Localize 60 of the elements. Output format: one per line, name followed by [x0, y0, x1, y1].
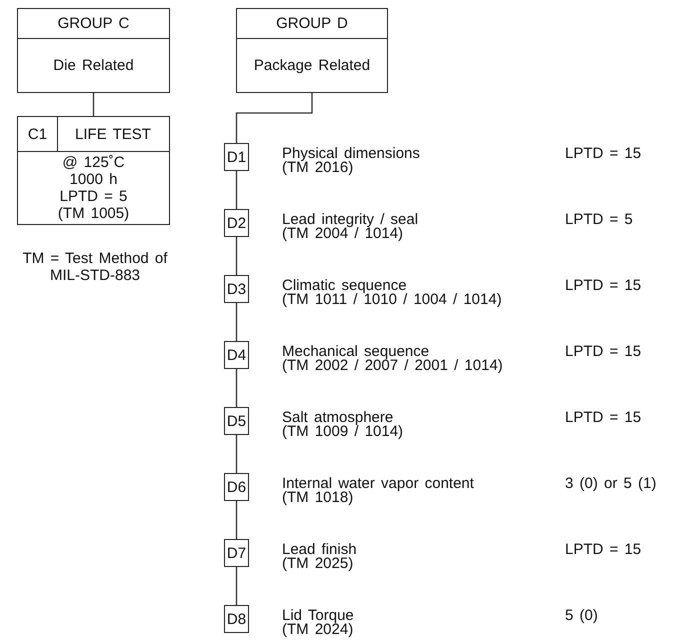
connector-line — [236, 501, 238, 539]
test-name: Lid Torque — [282, 609, 354, 623]
sample-size-text: LPTD = 15 — [565, 147, 642, 161]
step-code: D7 — [226, 544, 246, 562]
note-text: TM = Test Method of MIL-STD-883 — [22, 250, 168, 284]
group-subtitle: Die Related — [52, 56, 135, 76]
step-code: D1 — [226, 148, 246, 166]
group-title: GROUP D — [237, 9, 387, 39]
step-box — [224, 143, 249, 171]
sample-size-text: LPTD = 15 — [565, 345, 642, 359]
connector-line — [92, 93, 94, 116]
test-conditions: @ 125˚C 1000 h LPTD = 5 (TM 1005) — [56, 153, 130, 224]
connector-line — [236, 93, 313, 143]
test-method-text: (TM 2025) — [282, 557, 354, 571]
test-name: Climatic sequence — [282, 279, 407, 293]
connector-line — [236, 171, 238, 209]
step-box — [224, 539, 249, 567]
sample-size-text: LPTD = 15 — [565, 543, 642, 557]
step-box — [224, 605, 249, 633]
test-method-text: (TM 2004 / 1014) — [282, 227, 404, 241]
test-title: LIFE TEST — [74, 124, 152, 144]
step-box — [224, 473, 249, 501]
step-code: D2 — [226, 214, 246, 232]
step-box — [224, 341, 249, 369]
step-code: D4 — [226, 346, 246, 364]
sample-size-text: 3 (0) or 5 (1) — [565, 477, 656, 491]
connector-line — [236, 303, 238, 341]
test-method-text: (TM 1009 / 1014) — [282, 425, 404, 439]
test-method-text: (TM 2016) — [282, 161, 354, 175]
test-name: Mechanical sequence — [282, 345, 430, 359]
step-code: D6 — [226, 478, 246, 496]
step-code: D3 — [226, 280, 246, 298]
group-title: GROUP C — [18, 9, 169, 39]
step-code: D5 — [226, 412, 246, 430]
test-name: Lead finish — [282, 543, 357, 557]
test-method-text: (TM 1011 / 1010 / 1004 / 1014) — [282, 293, 502, 307]
test-box — [17, 116, 170, 225]
group-box — [236, 8, 388, 93]
connector-line — [236, 435, 238, 473]
step-box — [224, 407, 249, 435]
sample-size-text: 5 (0) — [565, 609, 598, 623]
test-code: C1 — [18, 117, 58, 151]
sample-size-text: LPTD = 5 — [565, 213, 633, 227]
test-name: Salt atmosphere — [282, 411, 394, 425]
group-subtitle: Package Related — [252, 56, 372, 76]
test-method-text: (TM 2002 / 2007 / 2001 / 1014) — [282, 359, 503, 373]
group-box — [17, 8, 170, 93]
test-method-text: (TM 2024) — [282, 623, 354, 637]
connector-line — [236, 567, 238, 605]
sample-size-text: LPTD = 15 — [565, 411, 642, 425]
connector-line — [236, 369, 238, 407]
connector-line — [236, 237, 238, 275]
test-name: Lead integrity / seal — [282, 213, 418, 227]
test-name: Physical dimensions — [282, 147, 420, 161]
test-method-text: (TM 1018) — [282, 491, 354, 505]
step-box — [224, 275, 249, 303]
sample-size-text: LPTD = 15 — [565, 279, 642, 293]
step-code: D8 — [226, 610, 246, 628]
step-box — [224, 209, 249, 237]
test-name: Internal water vapor content — [282, 477, 474, 491]
